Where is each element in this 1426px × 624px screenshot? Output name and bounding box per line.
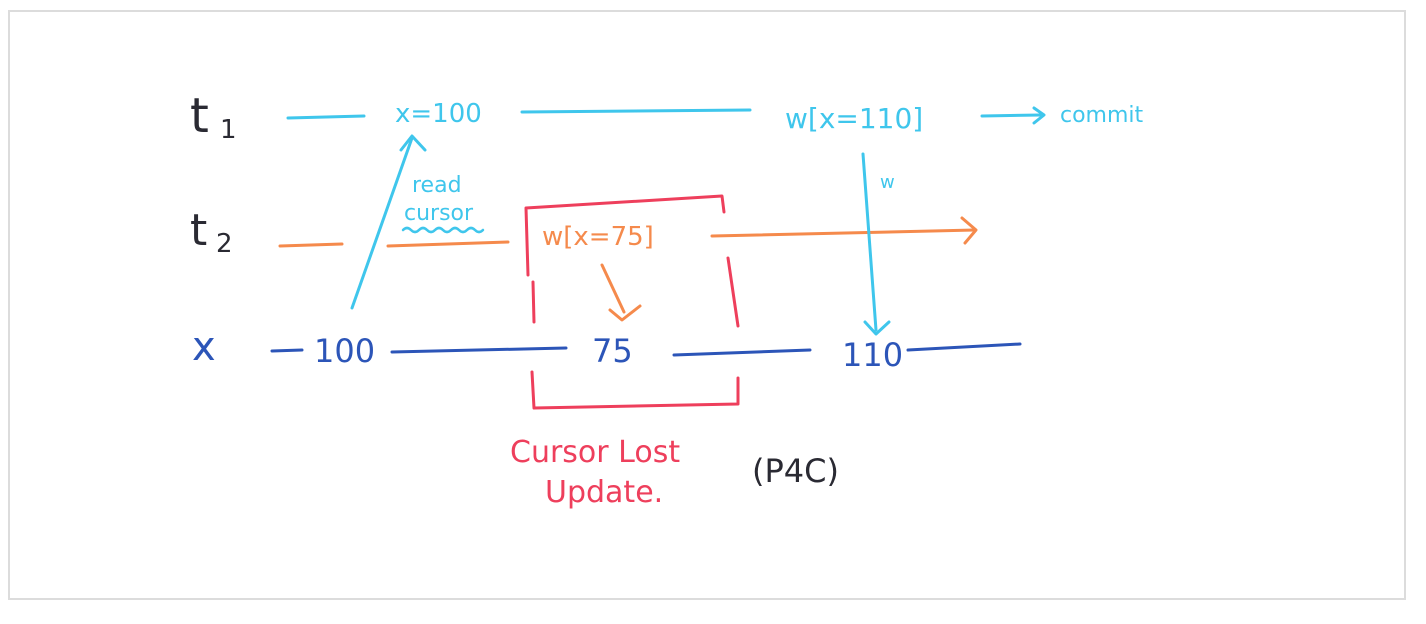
t2-line-segment-end	[710, 228, 977, 238]
row-label-t2-letter: t	[190, 205, 207, 256]
t1-write-arrow-line	[861, 152, 878, 332]
x-value-after-t1: 110	[842, 336, 903, 374]
t2-line-segment-start	[278, 242, 344, 248]
t1-commit-label: commit	[1060, 103, 1144, 128]
t2-line-segment-middle	[386, 240, 510, 248]
t1-commit-arrow-line	[980, 113, 1042, 118]
highlight-box-top-bracket	[524, 194, 726, 277]
x-line-segment-end	[906, 342, 1022, 352]
t1-commit-arrowhead-icon	[1032, 106, 1046, 125]
read-cursor-label-line1: read	[412, 173, 462, 198]
read-cursor-arrowhead-icon	[399, 134, 427, 152]
t1-write-arrowhead-icon	[863, 320, 891, 336]
x-line-segment-start	[270, 348, 304, 353]
read-cursor-label-line2: cursor	[404, 201, 474, 226]
x-value-after-t2: 75	[592, 332, 633, 370]
x-line-segment-3	[672, 348, 812, 357]
x-value-initial: 100	[314, 332, 375, 370]
t1-read-label: x=100	[395, 99, 482, 129]
diagram-frame	[8, 10, 1406, 600]
highlight-caption-line1: Cursor Lost	[510, 435, 680, 470]
t1-write-label: w[x=110]	[785, 102, 923, 135]
read-cursor-squiggle-underline	[401, 226, 485, 234]
highlight-box-bottom-bracket	[530, 370, 740, 410]
lost-update-highlight-box	[524, 194, 740, 410]
t2-end-arrowhead-icon	[960, 216, 978, 245]
read-cursor-arrow-line	[350, 136, 414, 310]
row-label-x: x	[192, 324, 216, 370]
row-label-t1-subscript: 1	[220, 115, 237, 145]
row-label-t1-letter: t	[190, 88, 209, 144]
row-label-t2: t 2	[190, 205, 233, 259]
t2-write-arrow-line	[600, 263, 626, 314]
t1-write-arrow-label: w	[880, 172, 895, 193]
t2-write-label: w[x=75]	[542, 222, 654, 252]
row-label-t2-subscript: 2	[216, 229, 233, 259]
x-line-segment-2	[390, 346, 568, 354]
highlight-caption-line2: Update.	[545, 475, 663, 510]
anomaly-code-label: (P4C)	[752, 452, 839, 490]
highlight-box-right-upper	[726, 256, 740, 328]
t1-line-segment-start	[286, 114, 366, 120]
highlight-box-left-upper	[531, 280, 536, 324]
row-label-t1: t 1	[190, 88, 237, 145]
t1-line-segment-middle	[520, 108, 752, 114]
t2-write-arrowhead-icon	[608, 304, 642, 322]
